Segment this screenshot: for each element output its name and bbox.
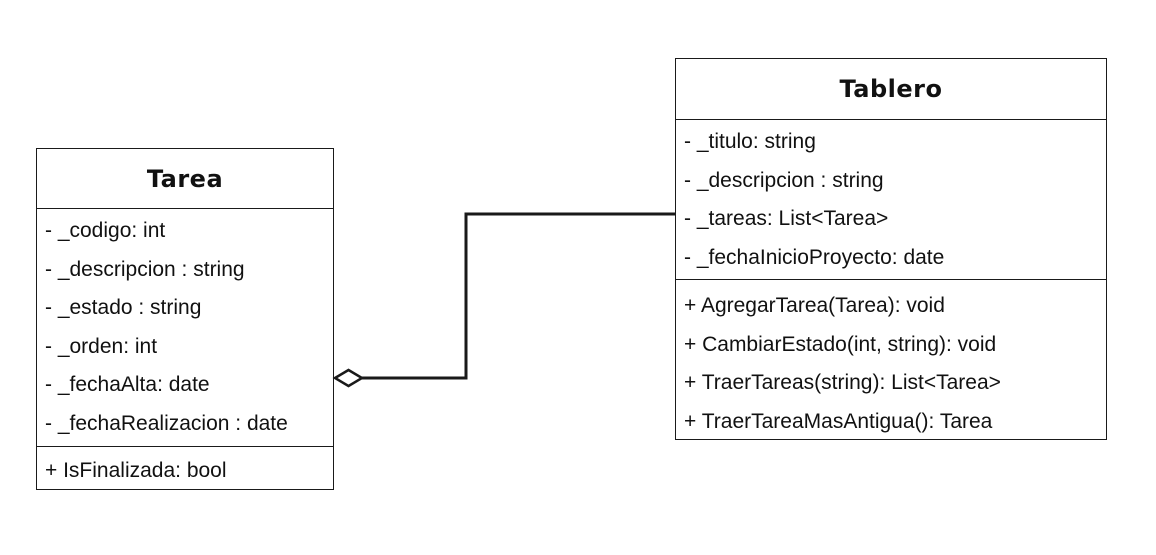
class-tablero-attributes: - _titulo: string - _descripcion : strin… [676, 120, 1106, 280]
class-tablero-operations: + AgregarTarea(Tarea): void + CambiarEst… [676, 280, 1106, 441]
attribute-fecha-realizacion: - _fechaRealizacion : date [45, 411, 288, 435]
operation-is-finalizada: + IsFinalizada: bool [45, 459, 227, 482]
attribute-fecha-inicio-proyecto: - _fechaInicioProyecto: date [684, 245, 945, 269]
attribute-fecha-alta: - _fechaAlta: date [45, 373, 210, 397]
aggregation-diamond-icon [332, 368, 365, 388]
class-tarea-attributes: - _codigo: int - _descripcion : string -… [37, 209, 333, 447]
operation-cambiar-estado: + CambiarEstado(int, string): void [684, 332, 997, 356]
attribute-descripcion: - _descripcion : string [684, 168, 884, 192]
class-tablero-name: Tablero [676, 59, 1106, 120]
operation-agregar-tarea: + AgregarTarea(Tarea): void [684, 294, 945, 317]
class-tarea-name: Tarea [37, 149, 333, 209]
operation-traer-tareas: + TraerTareas(string): List<Tarea> [684, 371, 1001, 395]
attribute-orden: - _orden: int [45, 334, 158, 358]
operation-traer-tarea-mas-antigua: + TraerTareaMasAntigua(): Tarea [684, 409, 993, 433]
aggregation-line[interactable] [362, 212, 675, 380]
attribute-tareas: - _tareas: List<Tarea> [684, 207, 889, 231]
attribute-codigo: - _codigo: int [45, 219, 166, 242]
class-tarea[interactable]: Tarea - _codigo: int - _descripcion : st… [36, 148, 334, 490]
attribute-titulo: - _titulo: string [684, 130, 816, 153]
class-tablero[interactable]: Tablero - _titulo: string - _descripcion… [675, 58, 1107, 440]
attribute-estado: - _estado : string [45, 296, 202, 320]
class-tarea-operations: + IsFinalizada: bool [37, 447, 333, 491]
attribute-descripcion: - _descripcion : string [45, 257, 245, 281]
